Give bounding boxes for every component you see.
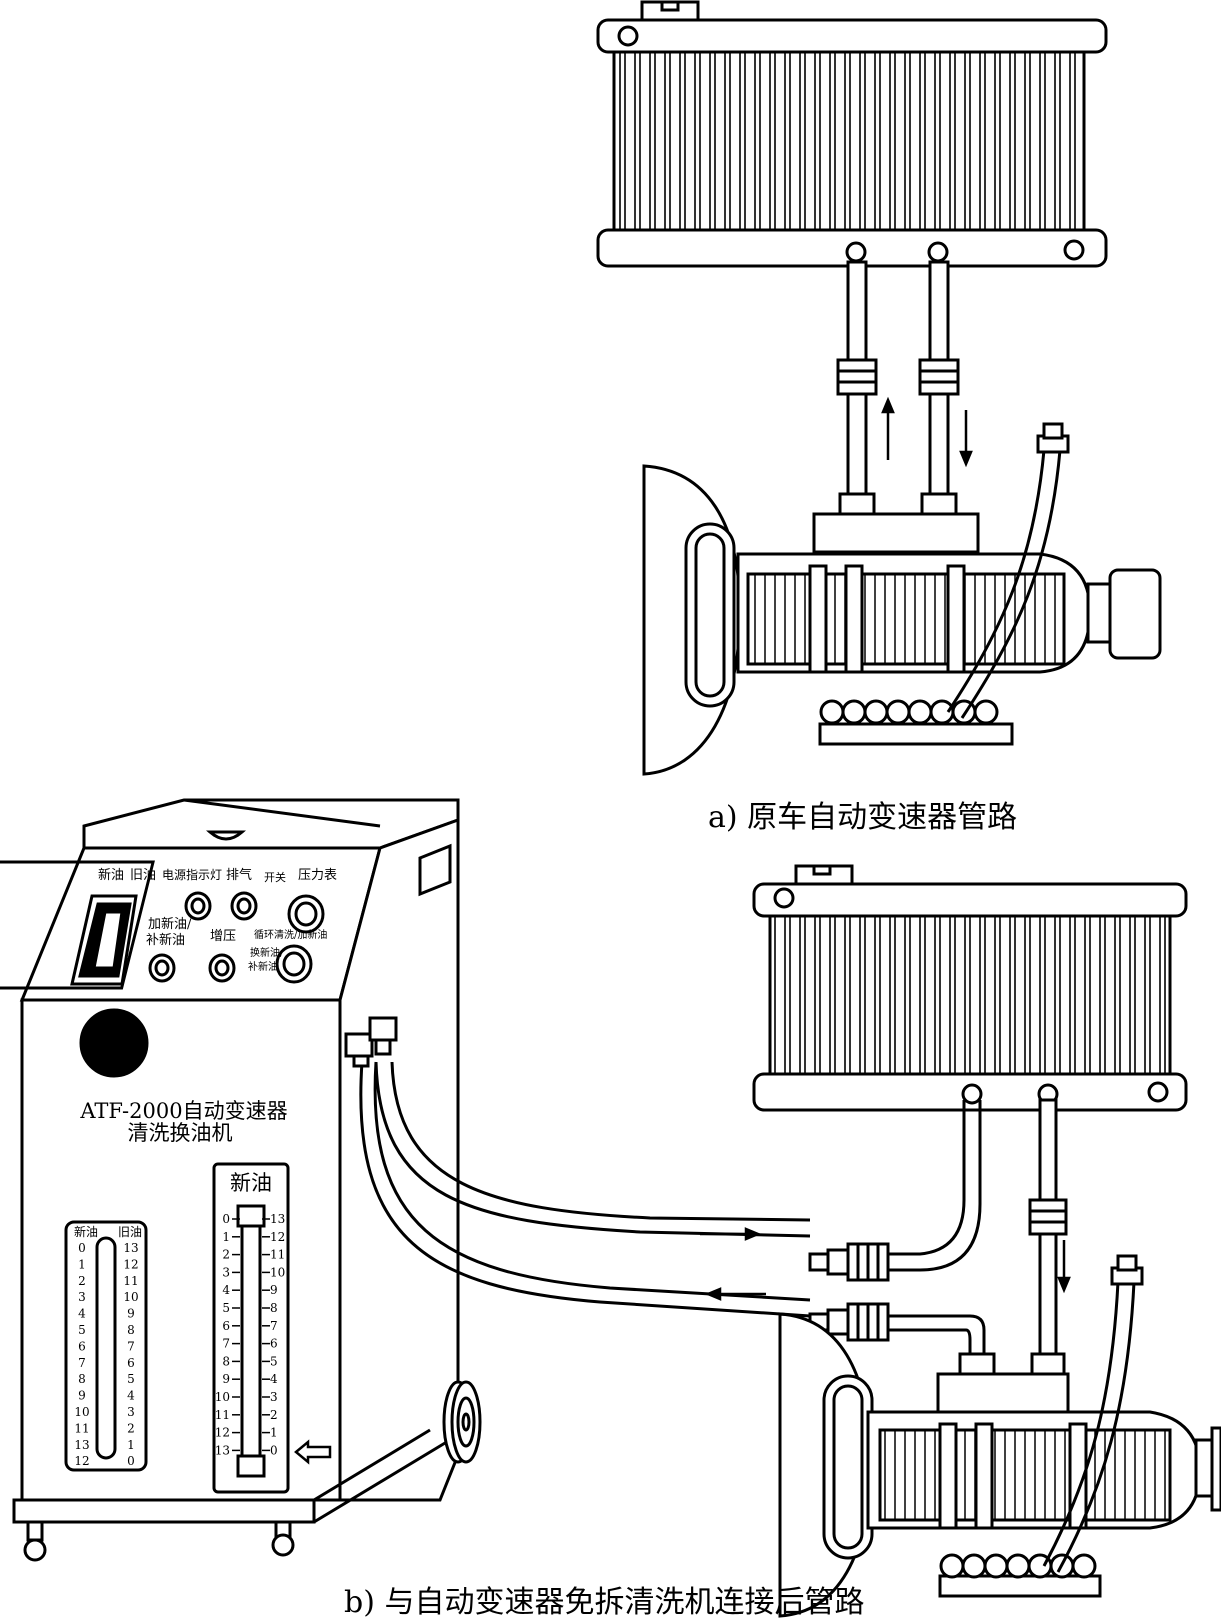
right-gauge-left-tick-12: 12	[215, 1426, 230, 1440]
right-gauge-right-tick-12: 1	[270, 1426, 278, 1440]
left-gauge-left-tick-4: 4	[78, 1307, 86, 1321]
right-gauge-right-tick-0: 13	[270, 1212, 285, 1226]
label-boost: 增压	[210, 929, 236, 944]
left-gauge-left-tick-3: 3	[78, 1290, 86, 1304]
left-gauge-left-tick-5: 5	[78, 1323, 86, 1337]
left-gauge-left-tick-2: 2	[78, 1274, 86, 1288]
panel-knobs	[148, 891, 325, 984]
label-new-oil: 新油	[98, 867, 124, 883]
left-gauge-right-tick-1: 12	[123, 1257, 138, 1271]
right-gauge-right-tick-3: 10	[270, 1265, 285, 1279]
right-gauge-right-tick-6: 7	[270, 1319, 278, 1333]
radiator-b	[752, 864, 1188, 1112]
radiator-a	[596, 0, 1108, 268]
right-gauge-right-tick-1: 12	[270, 1230, 285, 1244]
left-gauge-head-old: 旧油	[118, 1225, 142, 1239]
left-gauge-left-tick-7: 7	[78, 1356, 86, 1370]
left-gauge-right-tick-8: 5	[127, 1372, 135, 1386]
right-gauge-left-tick-6: 6	[222, 1319, 230, 1333]
dipstick-tube-b	[1042, 1254, 1144, 1573]
label-vent: 排气	[226, 867, 252, 883]
left-gauge-left-tick-0: 0	[78, 1241, 86, 1255]
left-gauge-right-tick-9: 4	[127, 1389, 135, 1403]
left-gauge-right-tick-0: 13	[123, 1241, 138, 1255]
label-exchange-2: 补新油	[248, 960, 278, 973]
label-add-new-oil-2: 补新油	[146, 932, 185, 948]
pipes-b	[888, 1098, 1068, 1376]
right-gauge-left-tick-4: 4	[222, 1283, 230, 1297]
hoses	[359, 1061, 811, 1318]
right-gauge-left-tick-11: 11	[215, 1408, 230, 1422]
level-pointer-icon	[294, 1439, 332, 1465]
right-gauge-left-tick-5: 5	[222, 1301, 230, 1315]
label-add-new-oil-1: 加新油/	[148, 916, 192, 932]
left-gauge-left-tick-12: 13	[74, 1438, 89, 1452]
left-gauge-right-tick-11: 2	[127, 1421, 135, 1435]
right-gauge-right-tick-2: 11	[270, 1248, 285, 1262]
right-gauge-left-tick-3: 3	[222, 1265, 230, 1279]
dipstick-tube-a	[946, 422, 1070, 719]
left-gauge-right-tick-12: 1	[127, 1438, 135, 1452]
left-gauge-right-tick-6: 7	[127, 1339, 135, 1353]
label-exchange-1: 换新油/	[250, 946, 284, 959]
right-gauge-left-tick-0: 0	[222, 1212, 230, 1226]
left-gauge-left-tick-11: 11	[74, 1421, 89, 1435]
left-gauge-left-tick-9: 9	[78, 1389, 86, 1403]
right-gauge-right-tick-4: 9	[270, 1283, 278, 1297]
right-gauge-right-tick-10: 3	[270, 1390, 278, 1404]
flow-arrows-a	[881, 396, 973, 468]
right-gauge-left-tick-10: 10	[215, 1390, 230, 1404]
left-gauge-left-tick-6: 6	[78, 1339, 86, 1353]
left-gauge-left-tick-10: 10	[74, 1405, 89, 1419]
right-gauge-right-tick-5: 8	[270, 1301, 278, 1315]
right-gauge-left-tick-7: 7	[222, 1337, 230, 1351]
right-gauge-left-tick-2: 2	[222, 1248, 230, 1262]
pipes-a	[836, 260, 960, 516]
right-gauge-left-tick-1: 1	[222, 1230, 230, 1244]
transmission-a	[642, 464, 1162, 776]
right-gauge-right-tick-11: 2	[270, 1408, 278, 1422]
left-level-gauge	[64, 1220, 148, 1472]
panel-sight-window	[70, 894, 138, 986]
right-gauge-right-tick-8: 5	[270, 1354, 278, 1368]
right-gauge-right-tick-9: 4	[270, 1372, 278, 1386]
left-gauge-left-tick-13: 12	[74, 1454, 89, 1468]
left-gauge-right-tick-7: 6	[127, 1356, 135, 1370]
label-switch: 开关	[264, 870, 286, 884]
left-gauge-right-tick-5: 8	[127, 1323, 135, 1337]
right-gauge-title: 新油	[230, 1171, 272, 1195]
left-gauge-right-tick-10: 3	[127, 1405, 135, 1419]
right-gauge-right-tick-7: 6	[270, 1337, 278, 1351]
left-gauge-right-tick-3: 10	[123, 1290, 138, 1304]
right-gauge-right-tick-13: 0	[270, 1443, 278, 1457]
right-level-gauge	[212, 1162, 290, 1494]
right-gauge-left-tick-8: 8	[222, 1354, 230, 1368]
hose-end-fittings	[344, 1016, 398, 1068]
label-old-oil: 旧油	[130, 868, 156, 883]
right-gauge-left-tick-13: 13	[215, 1443, 230, 1457]
left-gauge-right-tick-2: 11	[123, 1274, 138, 1288]
left-gauge-head-new: 新油	[74, 1224, 98, 1239]
right-gauge-left-tick-9: 9	[222, 1372, 230, 1386]
machine-name-line2: 清洗换油机	[128, 1121, 233, 1145]
left-gauge-right-tick-4: 9	[127, 1307, 135, 1321]
left-gauge-left-tick-1: 1	[78, 1257, 86, 1271]
caption-a: a) 原车自动变速器管路	[708, 800, 1017, 835]
label-cycle-clean: 循环清洗/加新油	[254, 928, 327, 941]
label-power-light: 电源指示灯	[162, 867, 222, 882]
machine-name-line1: ATF-2000自动变速器	[79, 1099, 287, 1123]
label-pressure-gauge: 压力表	[298, 868, 337, 883]
right-gauge-ticks	[232, 1218, 270, 1452]
transmission-b	[778, 1312, 1221, 1618]
panel-labels: 新油 旧油 电源指示灯 排气 开关 压力表 加新油/ 补新油 增压 循环清洗/加…	[98, 867, 337, 973]
left-gauge-left-tick-8: 8	[78, 1372, 86, 1386]
caption-b: b) 与自动变速器免拆清洗机连接后管路	[344, 1585, 864, 1620]
left-gauge-right-tick-13: 0	[127, 1454, 135, 1468]
connectors-b	[808, 1242, 890, 1342]
